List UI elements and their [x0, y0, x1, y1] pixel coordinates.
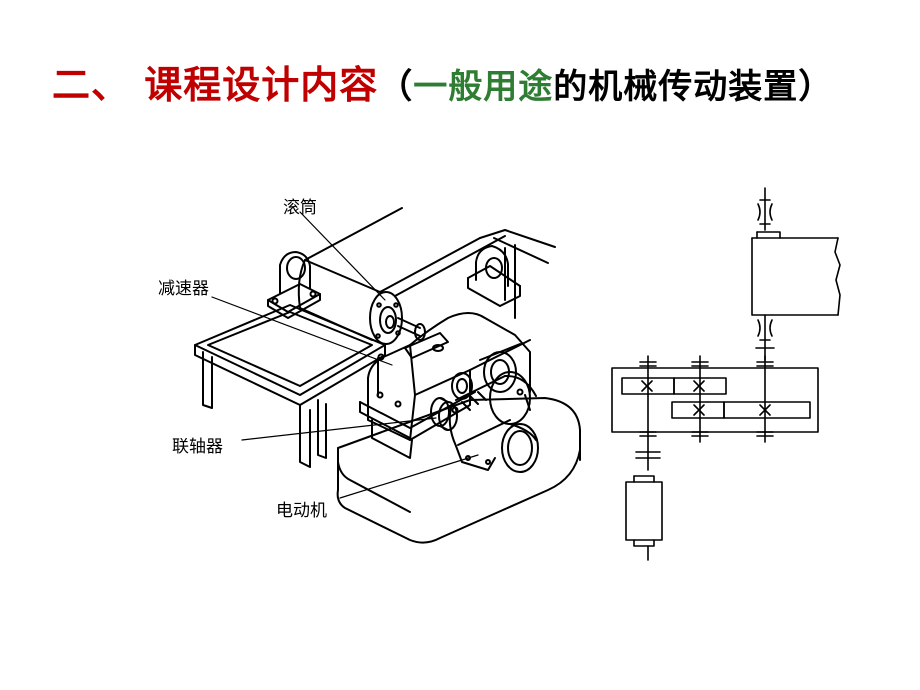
label-coupling: 联轴器 — [172, 437, 223, 457]
conveyor-belt — [304, 207, 556, 297]
leader-motor — [339, 454, 479, 499]
conveyor-drawing — [194, 207, 581, 544]
title-main: 二、 课程设计内容 — [52, 62, 379, 107]
reducer — [359, 312, 531, 459]
page-title: 二、 课程设计内容（一般用途的机械传动装置） — [52, 54, 833, 109]
title-green-part: 一般用途 — [413, 67, 554, 107]
label-motor: 电动机 — [276, 501, 327, 521]
coupling — [430, 397, 458, 431]
title-black-part: 的机械传动装置 — [553, 67, 799, 107]
title-close-paren: ） — [798, 67, 834, 107]
input-motor — [625, 451, 663, 561]
leader-lines — [211, 211, 479, 499]
label-drum: 滚筒 — [283, 198, 317, 218]
gearbox-shafts — [639, 355, 774, 471]
gear-pair-2 — [671, 401, 811, 419]
left-bearing — [267, 251, 321, 319]
drum-shaft — [397, 317, 426, 341]
leader-reducer — [211, 296, 393, 366]
transmission-schematic — [611, 187, 841, 561]
leader-coupling — [241, 417, 437, 441]
drum — [297, 259, 403, 345]
output-shaft — [751, 187, 841, 361]
leader-drum — [299, 211, 386, 301]
gear-pair-1 — [621, 377, 727, 395]
motor — [448, 371, 539, 473]
frame — [194, 304, 386, 468]
gearbox-housing — [611, 367, 819, 433]
rear-bearing — [467, 244, 521, 319]
title-open-paren: （ — [378, 67, 414, 107]
label-reducer: 减速器 — [158, 279, 209, 299]
base-plate — [336, 397, 581, 544]
